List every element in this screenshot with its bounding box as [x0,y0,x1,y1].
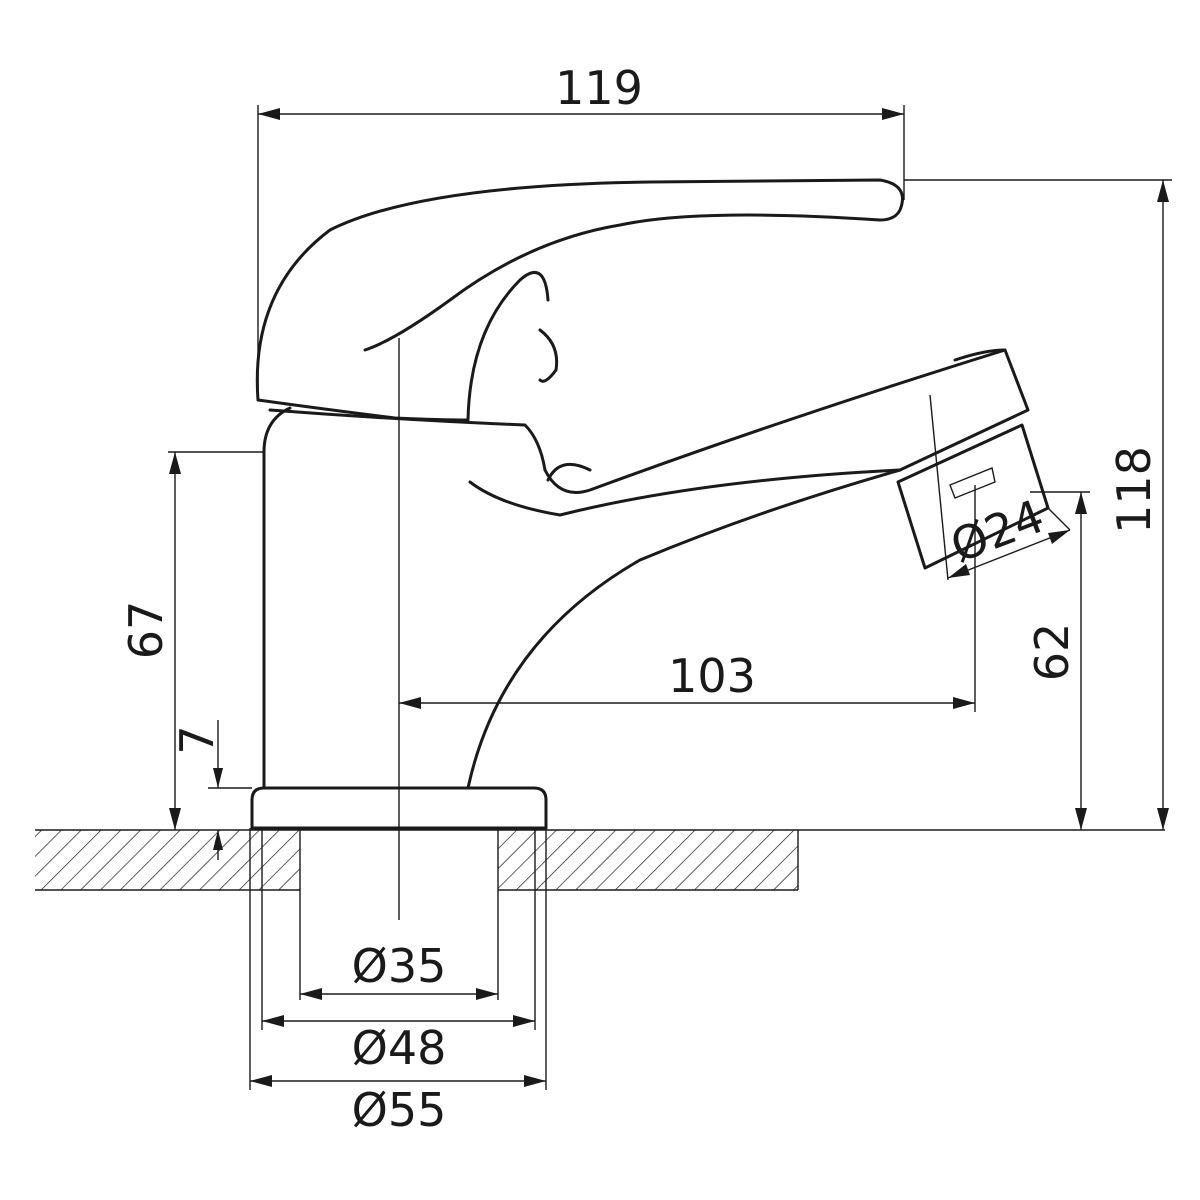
dim-width-arrow-left [258,108,280,120]
dim-aerator-line [947,529,1071,579]
dim-base-height-label: 7 [170,725,224,754]
dim-height-arrow-bottom [1157,808,1169,830]
faucet-column [262,406,292,790]
lever-collar [268,408,547,472]
dim-body-height-label: 67 [119,601,173,660]
dim-spout-arrow-bottom [1075,808,1087,830]
dim-overall-width-label: 119 [555,61,643,115]
dim-spout-height-label: 62 [1025,623,1079,682]
dim-base-outer-diameter-label: Ø55 [352,1083,447,1137]
dim-hole-arrow-right [476,988,498,1000]
spout-underside [468,468,902,517]
dim-outer-arrow-left [250,1075,272,1087]
dim-body-arrow-top [169,452,181,474]
dim-inner-arrow-right [513,1015,535,1027]
dim-hole-diameter-label: Ø35 [352,939,447,993]
dim-height-arrow-top [1157,180,1169,202]
base-flange [250,786,548,830]
countertop-hatch-left [35,830,300,890]
dim-aerator-diameter-label: Ø24 [943,489,1051,573]
dim-reach-arrow-right [953,697,975,709]
dim-outer-arrow-right [524,1075,546,1087]
spout [466,348,1030,790]
dim-aerator-ext-top [929,394,949,581]
dim-aerator-arrow-right [1048,530,1070,544]
dim-inner-arrow-left [262,1015,284,1027]
spout-top [546,348,1007,482]
dim-spout-reach-label: 103 [668,649,756,703]
lever-pivot [538,328,559,383]
dim-body-arrow-bottom [169,808,181,830]
aerator-slot [949,467,996,499]
dim-base-inner-diameter-label: Ø48 [352,1021,447,1075]
countertop-hatch-right [498,830,798,890]
dim-base-arrow-bottom [213,830,223,850]
dim-base-arrow-top [213,768,223,788]
faucet [250,178,1050,920]
dim-spout-arrow-top [1075,492,1087,514]
dim-width-arrow-right [882,108,904,120]
dimensions: 119 118 67 7 103 62 [119,61,1172,1137]
lever-handle [255,178,904,402]
dim-overall-height-label: 118 [1107,446,1161,534]
dim-reach-arrow-left [399,697,421,709]
lever-underside [256,271,550,422]
dim-aerator-ext-bottom [1047,507,1071,531]
countertop [35,829,1165,1000]
dim-hole-arrow-left [300,988,322,1000]
dim-aerator-arrow-left [948,564,970,578]
